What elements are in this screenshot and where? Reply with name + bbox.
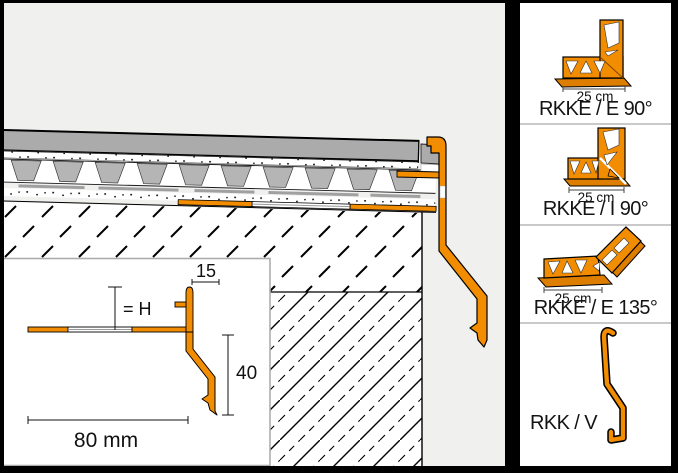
vertical-separator xyxy=(505,0,520,473)
dim-width: 80 mm xyxy=(27,416,189,452)
dim-width-text: 80 mm xyxy=(74,429,138,452)
variant-panel-rkke-i-90[interactable]: 25 cm RKKE / I 90° xyxy=(520,125,671,226)
variant-dimension: 25 cm xyxy=(578,190,615,203)
edge-profile xyxy=(426,136,488,348)
cross-section-drawing: 15 = H 40 80 mm xyxy=(4,3,505,466)
dim-drop-text: 40 xyxy=(236,363,257,384)
variant-dimension: 25 cm xyxy=(577,89,614,103)
inset-profile xyxy=(27,286,218,416)
variant-label: RKKE / E 135° xyxy=(533,297,658,319)
tile-layer xyxy=(4,129,420,163)
dim-drop: 40 xyxy=(222,334,257,416)
dim-height-text: = H xyxy=(123,299,152,319)
dim-overhang-text: 15 xyxy=(196,261,216,281)
variant-dimension: 25 cm xyxy=(555,291,592,306)
floor-assembly xyxy=(4,129,437,213)
profile-support-flange xyxy=(396,170,440,179)
concrete-slab xyxy=(266,212,423,466)
profile-anchoring-leg xyxy=(177,199,437,212)
variant-panel-rkk-v[interactable]: RKK / V xyxy=(520,324,671,466)
variant-label: RKKE / I 90° xyxy=(542,198,649,220)
variant-panel-rkke-e-90[interactable]: 25 cm RKKE / E 90° xyxy=(520,3,671,125)
dim-height: = H xyxy=(108,286,152,330)
variant-label: RKK / V xyxy=(530,412,598,434)
profile-detail-inset: 15 = H 40 80 mm xyxy=(4,257,271,466)
outer-corner-135-icon: 25 cm xyxy=(536,226,646,306)
variant-panel-rkke-e-135[interactable]: 25 cm RKKE / E 135° xyxy=(520,226,671,324)
inner-corner-90-icon: 25 cm xyxy=(562,127,632,203)
product-variants-sidebar: 25 cm RKKE / E 90° 25 cm xyxy=(520,3,671,466)
dim-overhang: 15 xyxy=(191,261,220,285)
outer-corner-90-icon: 25 cm xyxy=(553,19,633,103)
variant-label: RKKE / E 90° xyxy=(538,98,653,120)
vertical-connector-icon xyxy=(600,327,627,444)
